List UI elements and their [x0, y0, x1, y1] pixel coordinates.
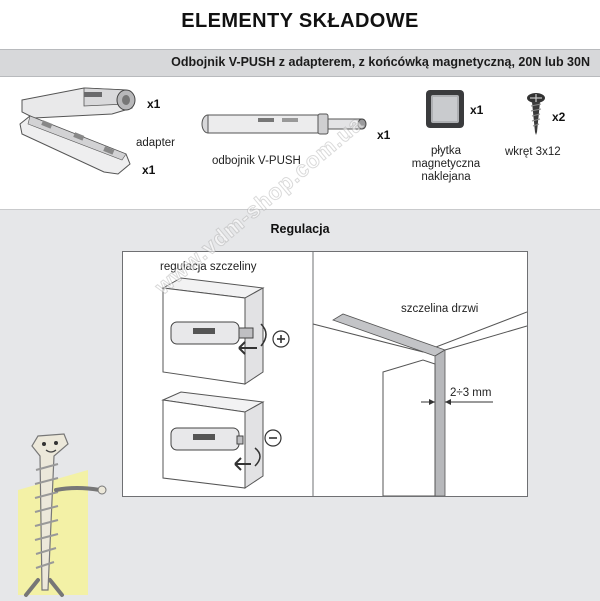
plate-label-line2: magnetyczna — [411, 158, 481, 170]
screw-mascot-logo — [18, 433, 107, 597]
plate-label-line1: płytka — [430, 145, 462, 157]
adapter-qty-bottom: x1 — [142, 163, 156, 177]
regulation-panel — [122, 251, 528, 497]
plate-label-line3: naklejana — [421, 171, 471, 183]
push-label: odbojnik V-PUSH — [212, 155, 301, 167]
push-qty: x1 — [377, 128, 391, 142]
page-title: ELEMENTY SKŁADOWE — [181, 10, 419, 32]
adapter-illustration — [19, 87, 136, 175]
regulation-illustration — [161, 252, 527, 496]
plate-label: płytka magnetyczna naklejana — [398, 145, 494, 184]
subtitle: Odbojnik V-PUSH z adapterem, z końcówką … — [171, 55, 590, 69]
screw-icon — [527, 93, 545, 135]
adapter-label: adapter — [136, 137, 176, 149]
adapter-qty-top: x1 — [147, 97, 161, 111]
regulation-title: Regulacja — [270, 222, 330, 236]
subtitle-bar: Odbojnik V-PUSH z adapterem, z końcówką … — [0, 49, 600, 77]
magnetic-plate-icon — [426, 90, 464, 128]
door-gap-label: szczelina drzwi — [401, 303, 479, 315]
plate-qty: x1 — [470, 103, 484, 117]
screw-label: wkręt 3x12 — [505, 146, 561, 158]
gap-adjust-label: regulacja szczeliny — [160, 261, 257, 273]
v-push-illustration — [201, 113, 367, 135]
screw-qty: x2 — [552, 110, 566, 124]
gap-value-label: 2÷3 mm — [450, 387, 492, 399]
